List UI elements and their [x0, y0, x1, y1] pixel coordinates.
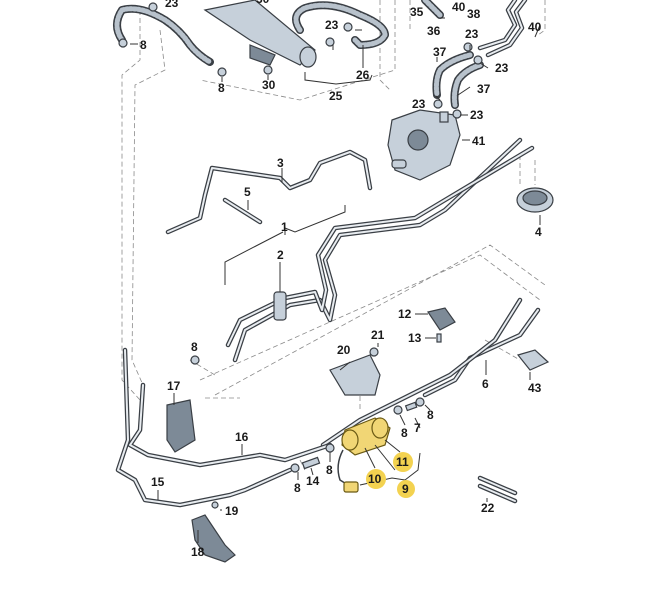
part-22-rods [477, 475, 518, 504]
label-23[interactable]: 23 [495, 61, 509, 75]
label-8[interactable]: 8 [326, 463, 333, 477]
part-18-bracket [191, 514, 236, 563]
label-21[interactable]: 21 [371, 328, 385, 342]
label-20[interactable]: 20 [337, 343, 351, 357]
assembly-outlines [121, 0, 546, 471]
part-2-connector [273, 291, 287, 321]
part-26-hose [292, 1, 389, 49]
part-20-bracket [329, 354, 381, 396]
label-4[interactable]: 4 [535, 225, 542, 239]
label-8[interactable]: 8 [427, 408, 434, 422]
label-5[interactable]: 5 [244, 185, 251, 199]
label-26[interactable]: 26 [356, 68, 370, 82]
part-40-pipe [477, 0, 528, 58]
label-41[interactable]: 41 [472, 134, 486, 148]
label-22[interactable]: 22 [481, 501, 495, 515]
part-43-connector [516, 349, 550, 371]
part-5-rod [222, 197, 263, 225]
label-38[interactable]: 38 [467, 7, 481, 21]
label-13[interactable]: 13 [408, 331, 422, 345]
hose-top-left [113, 4, 214, 66]
part-35-hose [421, 0, 444, 19]
label-15[interactable]: 15 [151, 475, 165, 489]
label-23[interactable]: 23 [470, 108, 484, 122]
label-8[interactable]: 8 [294, 481, 301, 495]
part-1-lines [225, 137, 535, 363]
label-36[interactable]: 36 [427, 24, 441, 38]
label-43[interactable]: 43 [528, 381, 542, 395]
part-25-tube [203, 0, 317, 68]
label-8[interactable]: 8 [140, 38, 147, 52]
label-11-highlighted[interactable]: 11 [396, 455, 409, 469]
part-3-pipe [165, 149, 373, 235]
label-3[interactable]: 3 [277, 156, 284, 170]
label-19[interactable]: 19 [225, 504, 239, 518]
label-6[interactable]: 6 [482, 377, 489, 391]
label-7[interactable]: 7 [414, 421, 421, 435]
label-16[interactable]: 16 [235, 430, 249, 444]
part-6-pipe [320, 297, 541, 448]
part-16-15-pipes [115, 347, 333, 508]
part-17-bracket [166, 399, 196, 453]
label-9-highlighted[interactable]: 9 [402, 482, 409, 496]
label-8[interactable]: 8 [218, 81, 225, 95]
label-8[interactable]: 8 [191, 340, 198, 354]
label-40[interactable]: 40 [528, 20, 542, 34]
leader-lines [130, 17, 541, 543]
label-40[interactable]: 40 [452, 0, 466, 14]
label-37[interactable]: 37 [433, 45, 447, 59]
label-2[interactable]: 2 [277, 248, 284, 262]
label-12[interactable]: 12 [398, 307, 412, 321]
label-37[interactable]: 37 [477, 82, 491, 96]
clips [118, 2, 483, 509]
highlight-circles [366, 452, 415, 498]
label-35[interactable]: 35 [410, 5, 424, 19]
label-30[interactable]: 30 [262, 78, 276, 92]
part-41-pump [387, 109, 461, 181]
part-37-hoses [432, 51, 484, 109]
label-23[interactable]: 23 [325, 18, 339, 32]
label-30[interactable]: 30 [256, 0, 270, 6]
label-25[interactable]: 25 [329, 89, 343, 103]
fuel-pump-highlighted[interactable] [337, 417, 391, 493]
part-12-clip [427, 307, 456, 331]
label-23[interactable]: 23 [412, 97, 426, 111]
label-8[interactable]: 8 [401, 426, 408, 440]
label-17[interactable]: 17 [167, 379, 181, 393]
label-10-highlighted[interactable]: 10 [368, 472, 382, 486]
label-18[interactable]: 18 [191, 545, 205, 559]
label-23[interactable]: 23 [465, 27, 479, 41]
label-1[interactable]: 1 [281, 220, 288, 234]
part-labels: 8 23 8 30 30 23 26 25 35 40 38 36 40 23 … [140, 0, 542, 559]
label-23[interactable]: 23 [165, 0, 179, 10]
label-14[interactable]: 14 [306, 474, 320, 488]
part-4-flange [516, 187, 554, 213]
